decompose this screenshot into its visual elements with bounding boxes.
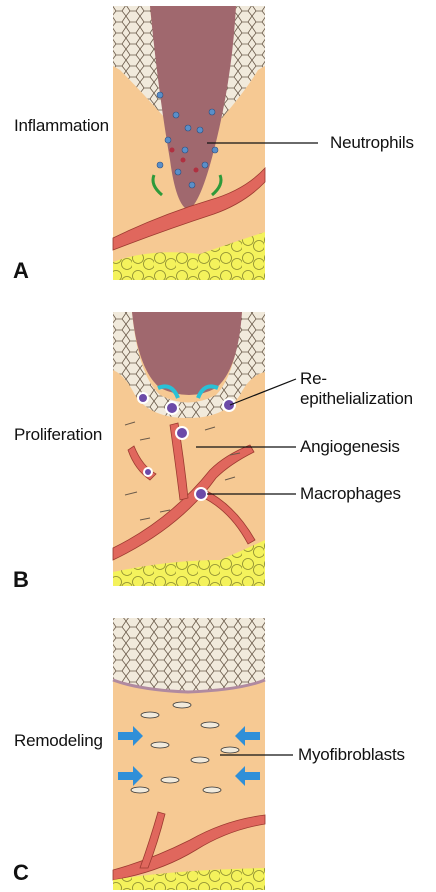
stage-label-inflammation: Inflammation [14, 116, 109, 136]
panel-a-illustration [113, 6, 318, 280]
panel-b-illustration [113, 312, 296, 586]
callout-myofibroblasts: Myofibroblasts [298, 745, 405, 765]
panel-letter-c: C [13, 860, 29, 886]
stage-label-proliferation: Proliferation [14, 425, 102, 445]
callout-neutrophils: Neutrophils [330, 133, 414, 153]
panel-letter-a: A [13, 258, 29, 284]
stage-label-remodeling: Remodeling [14, 731, 103, 751]
callout-angiogenesis: Angiogenesis [300, 437, 400, 457]
panel-letter-b: B [13, 567, 29, 593]
callout-re-epithelialization: Re-epithelialization [300, 369, 436, 409]
callout-macrophages: Macrophages [300, 484, 401, 504]
panel-c-illustration [113, 618, 293, 890]
